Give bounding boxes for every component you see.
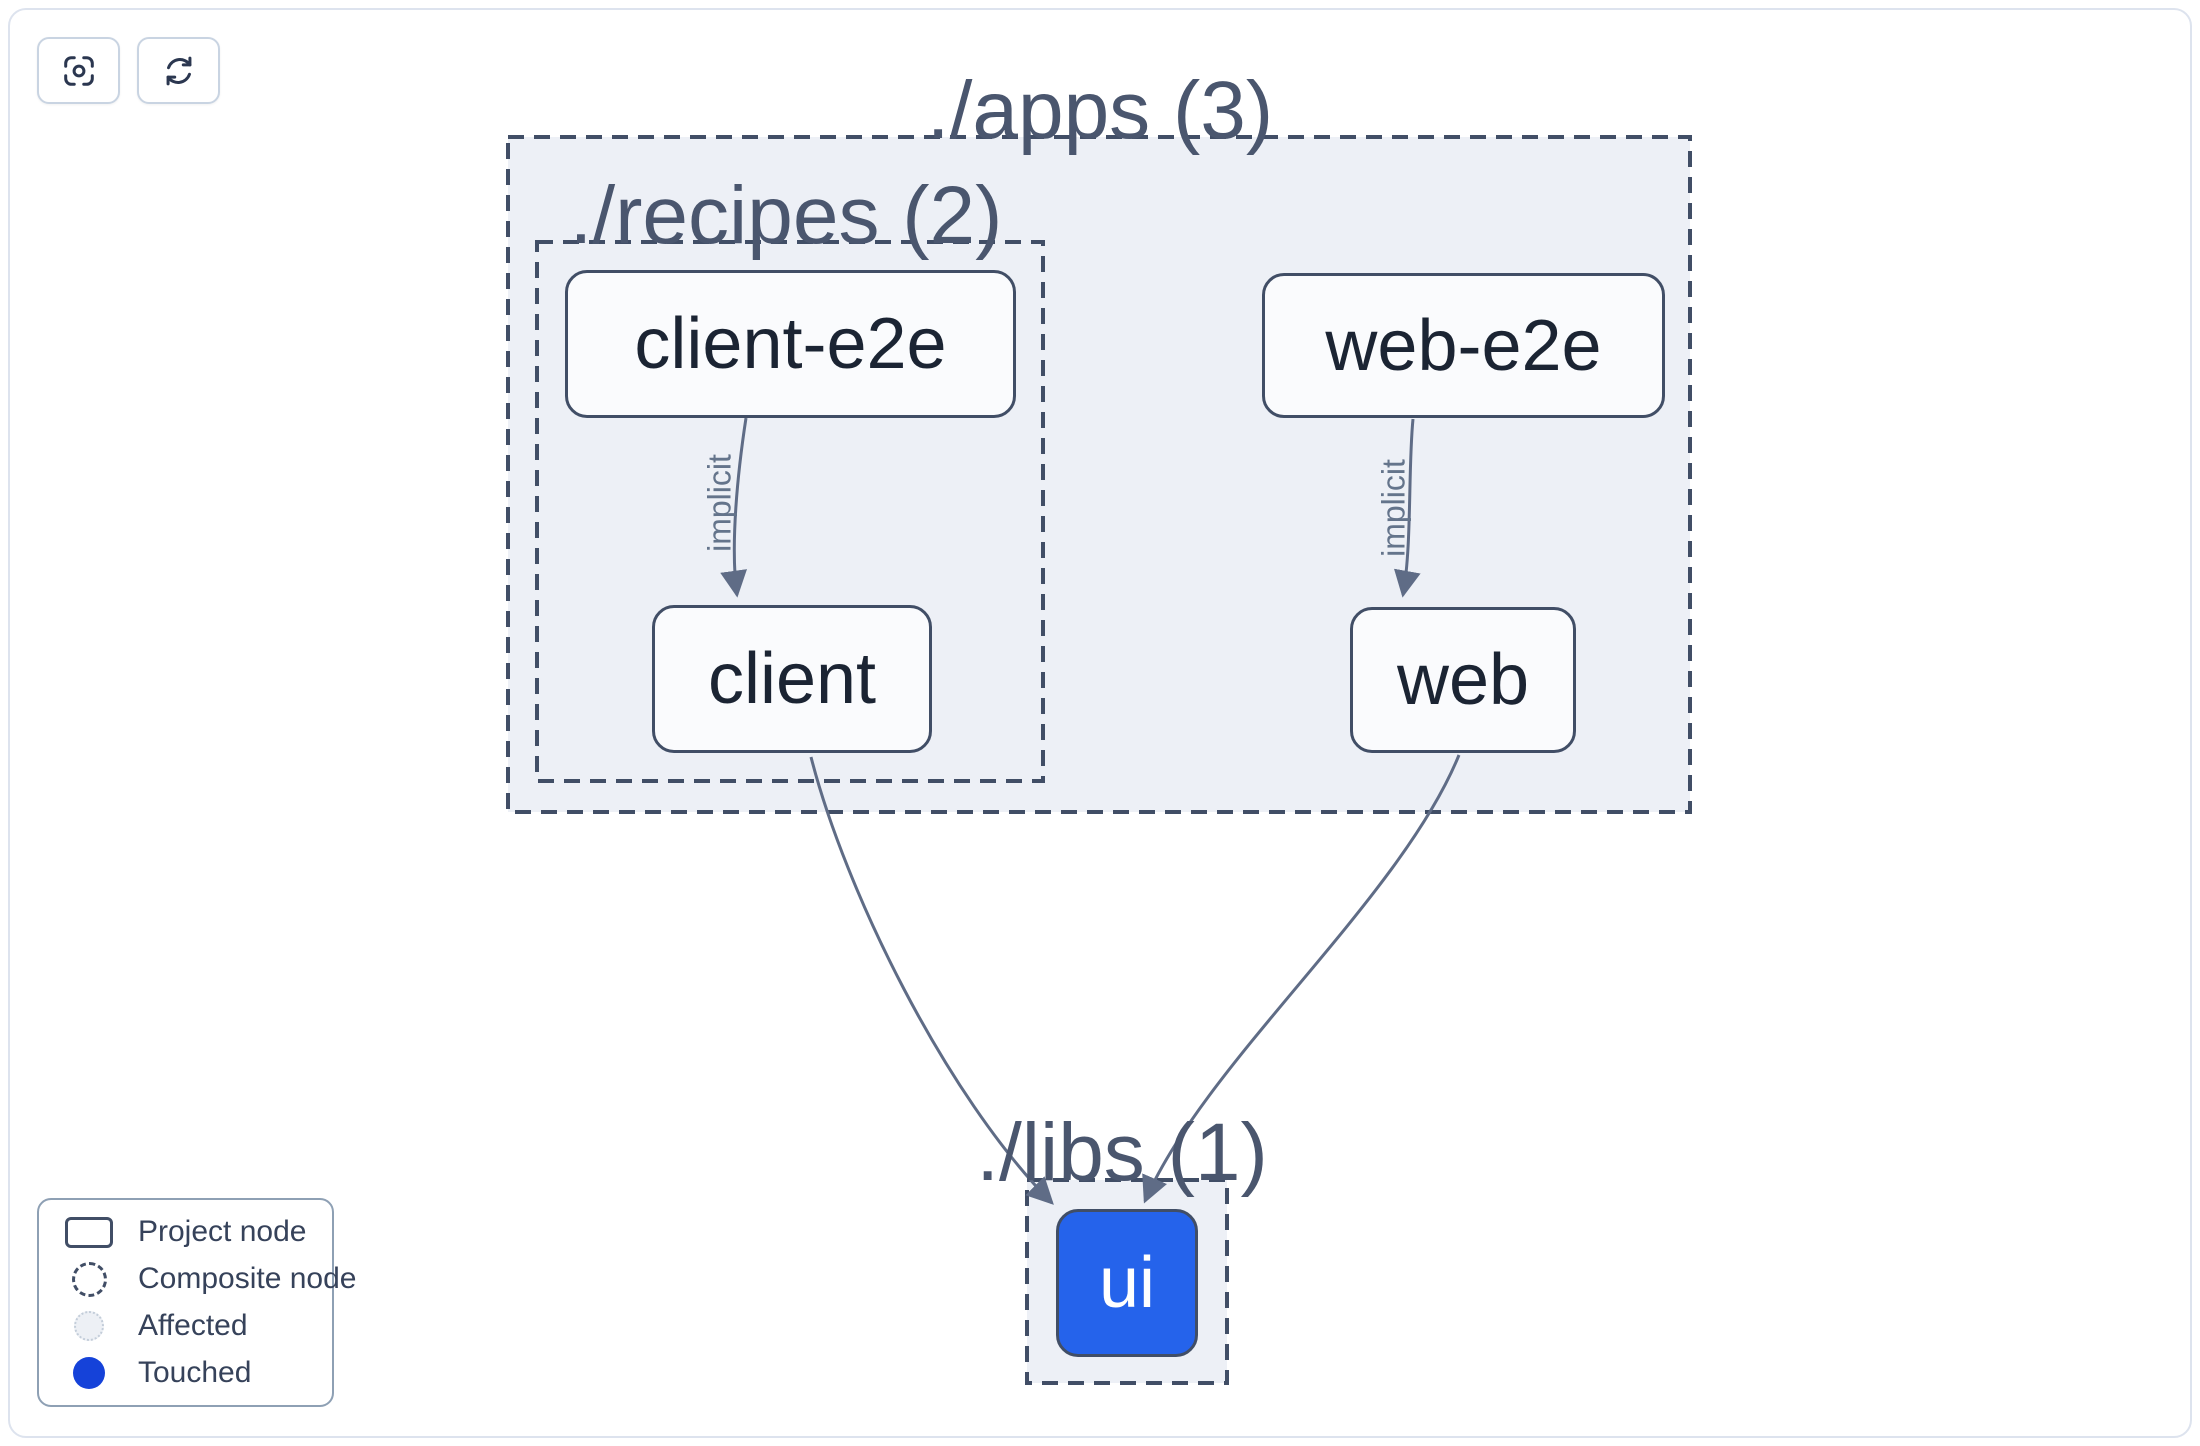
edge-web-e2e-to-web[interactable]	[1394, 418, 1421, 598]
legend-label-touched: Touched	[138, 1356, 252, 1389]
crosshair-focus-icon	[63, 55, 94, 86]
toolbar	[37, 37, 220, 104]
group-label-recipes[interactable]: ./recipes (2)	[569, 170, 1003, 261]
node-ui-label: ui	[1098, 1243, 1156, 1323]
legend-label-composite-node: Composite node	[138, 1262, 357, 1295]
group-label-apps[interactable]: ./apps (3)	[926, 65, 1274, 156]
node-web-label: web	[1396, 640, 1530, 720]
legend-item-affected: Affected	[39, 1303, 332, 1350]
node-client[interactable]: client	[652, 605, 932, 753]
legend-label-affected: Affected	[138, 1309, 248, 1342]
zoom-to-fit-button[interactable]	[37, 37, 120, 104]
legend-item-touched: Touched	[39, 1350, 332, 1397]
project-node-swatch-icon	[65, 1216, 113, 1248]
node-web-e2e-label: web-e2e	[1325, 305, 1602, 386]
legend: Project node Composite node Affected Tou…	[37, 1198, 356, 1407]
node-client-label: client	[707, 639, 877, 719]
refresh-button[interactable]	[137, 37, 220, 104]
edge-web-to-ui[interactable]	[1142, 754, 1461, 1204]
touched-swatch-icon	[73, 1357, 105, 1389]
edge-client-to-ui[interactable]	[809, 756, 1054, 1205]
composite-node-swatch-icon	[71, 1261, 107, 1297]
affected-swatch-icon	[74, 1311, 104, 1341]
edge-label-implicit-web: implicit	[1375, 459, 1412, 557]
edge-client-e2e-to-client[interactable]	[720, 417, 748, 598]
node-client-e2e-label: client-e2e	[634, 304, 947, 384]
legend-label-project-node: Project node	[138, 1215, 307, 1248]
legend-item-project-node: Project node	[39, 1209, 332, 1256]
group-label-libs[interactable]: ./libs (1)	[976, 1107, 1268, 1198]
edge-label-implicit-client: implicit	[701, 454, 738, 552]
node-web-e2e[interactable]: web-e2e	[1262, 273, 1665, 418]
node-web[interactable]: web	[1350, 607, 1576, 753]
node-ui[interactable]: ui	[1056, 1209, 1198, 1357]
node-client-e2e[interactable]: client-e2e	[565, 270, 1016, 418]
legend-item-composite-node: Composite node	[39, 1256, 356, 1303]
refresh-icon	[166, 56, 191, 85]
